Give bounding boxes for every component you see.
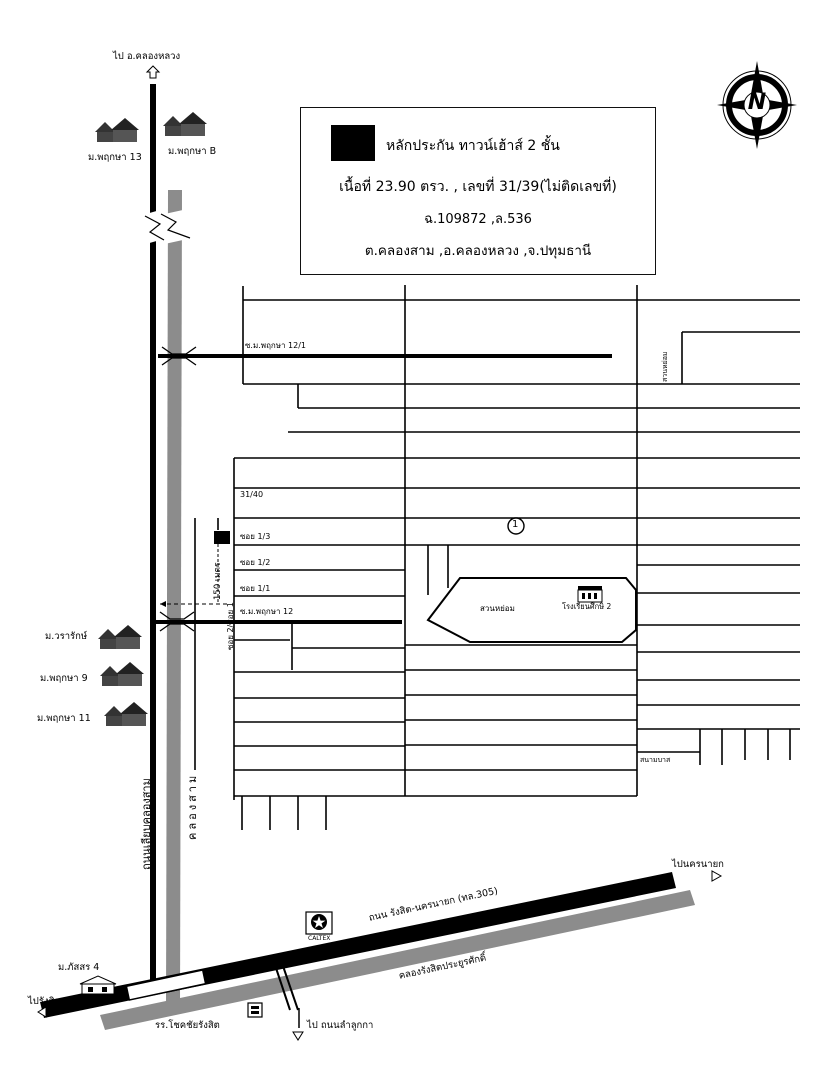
label-caltex: CALTEX (308, 935, 331, 942)
label-canal-sam: คลองสาม (186, 772, 199, 840)
label-village-11: ม.พฤกษา 11 (37, 713, 91, 724)
property-legend-swatch (331, 125, 375, 161)
label-distance: 150 เมตร (213, 562, 223, 600)
house-icon (95, 118, 139, 142)
canal-sam (166, 190, 182, 1010)
label-village-b: ม.พฤกษา B (168, 146, 217, 157)
label-park-top: สวนหย่อม (661, 351, 669, 382)
property-info-box: หลักประกัน ทาวน์เฮ้าส์ 2 ชั้น เนื้อที่ 2… (300, 107, 656, 275)
house-icon (163, 112, 207, 136)
caltex-star-icon (305, 911, 333, 935)
info-line-3: ฉ.109872 ,ล.536 (424, 212, 532, 227)
label-village-13: ม.พฤกษา 13 (88, 152, 142, 163)
north-arrow-icon (717, 61, 797, 149)
road-liap-khlong (150, 84, 156, 994)
arrow-icon (145, 65, 161, 79)
compass-label: N (747, 90, 767, 115)
label-village-phatsorn: ม.ภัสสร 4 (58, 962, 100, 973)
info-line-4: ต.คลองสาม ,อ.คลองหลวง ,จ.ปทุมธานี (364, 243, 592, 259)
label-marker: 1 (512, 519, 519, 530)
label-to-lam-luk-ka: ไป ถนนลำลูกกา (307, 1020, 374, 1031)
label-house-31-40: 31/40 (240, 490, 264, 499)
info-line-1: หลักประกัน ทาวน์เฮ้าส์ 2 ชั้น (386, 138, 560, 154)
label-soi-1-2: ซอย 1/2 (240, 558, 271, 567)
label-field: สนามบาส (640, 756, 671, 764)
marker-circle (507, 517, 525, 535)
house-icon (79, 975, 117, 995)
label-soi-1-1: ซอย 1/1 (240, 584, 271, 593)
house-icon (100, 662, 144, 686)
info-line-2: เนื้อที่ 23.90 ตรว. , เลขที่ 31/39(ไม่ติ… (339, 179, 617, 195)
property-marker (214, 531, 230, 544)
label-village-9: ม.พฤกษา 9 (40, 673, 88, 684)
label-to-rangsit: ไปรังสิต (28, 996, 61, 1007)
upper-block (194, 285, 800, 830)
label-school: โรงเรียนศึกษิ 2 (562, 602, 612, 611)
label-soi-12: ซ.ม.พฤกษา 12 (240, 607, 294, 616)
label-soi-2-side: ซอย 2/ซอย 1 (226, 602, 235, 650)
house-icon (104, 702, 148, 726)
label-park-center: สวนหย่อม (480, 604, 515, 613)
label-to-nakhon-nayok: ไปนครนายก (672, 859, 724, 870)
label-road-liap-khlong: ถนนเลียบคลองสาม (140, 778, 153, 870)
label-village-wararak: ม.วรารักษ์ (45, 631, 88, 642)
house-icon (98, 625, 142, 649)
canal-rangsit (100, 890, 695, 1030)
school-building-icon (577, 586, 603, 603)
label-to-khlong-luang: ไป อ.คลองหลวง (113, 51, 181, 62)
label-soi-12-1: ซ.ม.พฤกษา 12/1 (245, 341, 307, 350)
label-school-chok: รร.โชคชัยรังสิต (155, 1020, 220, 1031)
label-soi-1-3: ซอย 1/3 (240, 532, 271, 541)
school-building-icon (247, 1002, 263, 1018)
